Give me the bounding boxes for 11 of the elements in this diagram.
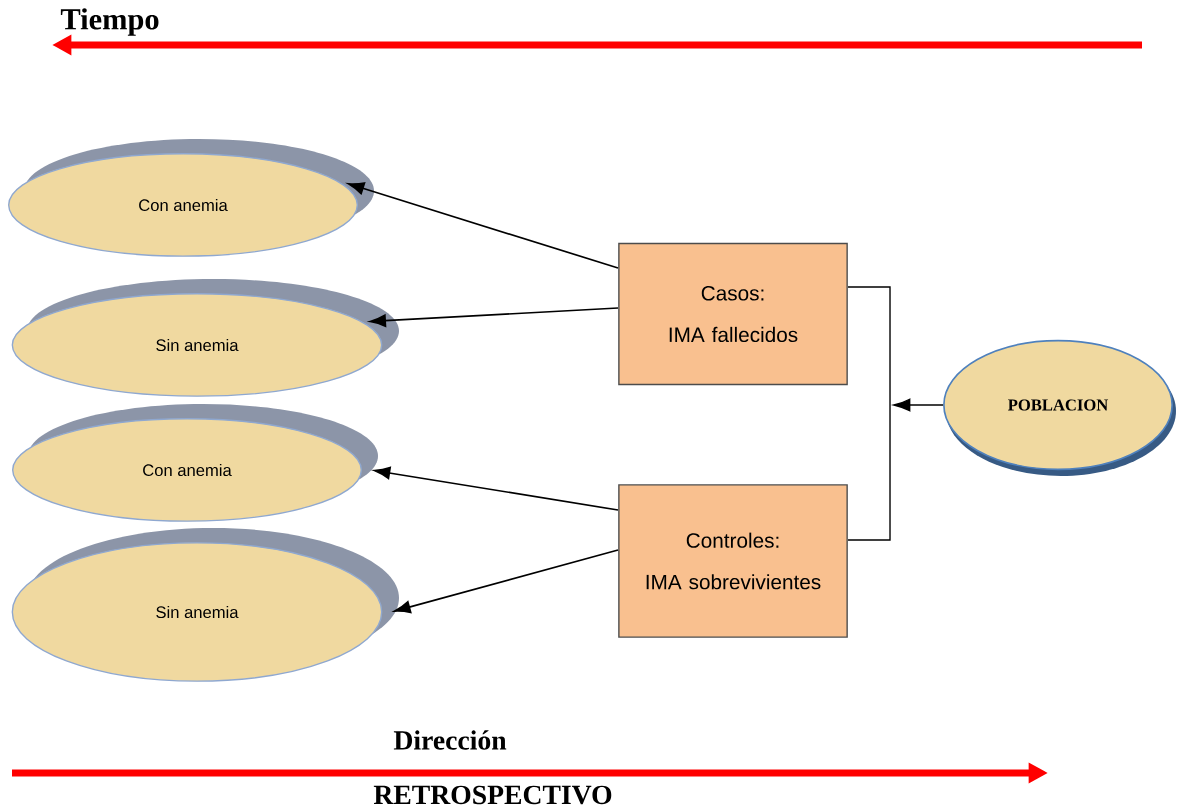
process-box: Casos: IMA fallecidos bbox=[618, 242, 848, 386]
heading: Dirección bbox=[393, 730, 507, 750]
heading: Tiempo bbox=[60, 8, 159, 36]
arrow bbox=[369, 307, 619, 328]
arrow bbox=[347, 182, 619, 269]
connector-line bbox=[847, 286, 891, 541]
arrow bbox=[373, 466, 619, 511]
process-box: Controles: IMA sobrevivientes bbox=[618, 484, 848, 638]
heading: RETROSPECTIVO bbox=[373, 785, 612, 805]
arrow bbox=[893, 398, 944, 412]
arrow bbox=[394, 549, 619, 614]
